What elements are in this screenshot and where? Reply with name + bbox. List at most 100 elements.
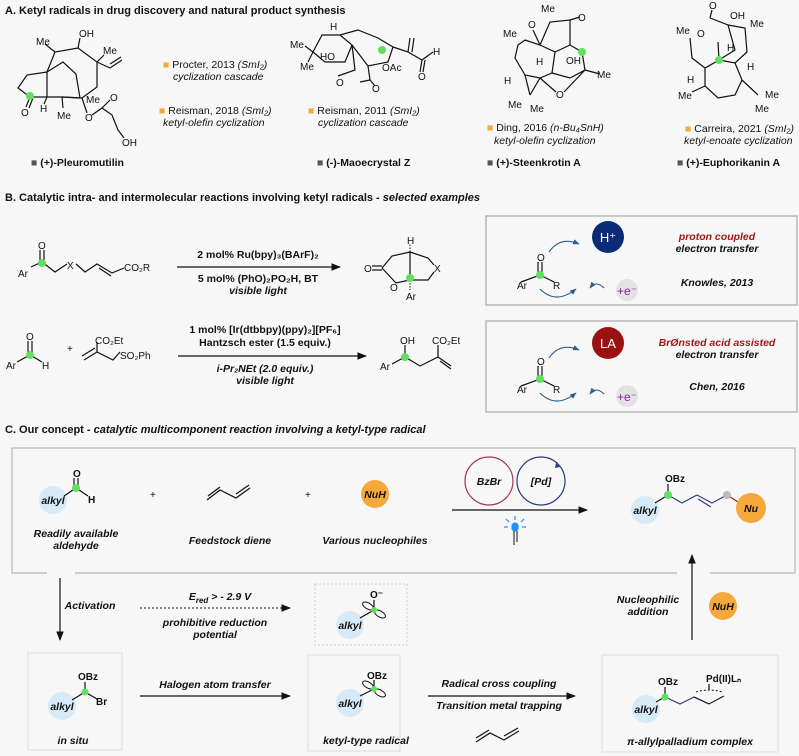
aldehyde-structure: alkyl O H xyxy=(39,469,95,514)
atom-label: O xyxy=(578,13,586,24)
atom-label: O xyxy=(556,90,564,101)
citation-reisman-2011: ■ Reisman, 2011 (SmI₂) xyxy=(308,105,420,117)
atom-label: H xyxy=(330,22,337,33)
bromo-ester-structure: alkyl OBz Br xyxy=(48,672,107,720)
atom-label: Ar xyxy=(517,281,528,292)
reaction2-product: OH CO₂Et Ar xyxy=(380,336,461,373)
atom-label: H xyxy=(88,495,95,506)
ketyl-box xyxy=(307,654,401,752)
nucleophilic-label-2: addition xyxy=(628,606,669,618)
atom-label: X xyxy=(434,264,441,275)
atom-label: O xyxy=(697,29,705,40)
atom-label: O xyxy=(537,357,545,368)
compound-label: ■ (-)-Maoecrystal Z xyxy=(317,157,411,169)
atom-label: OBz xyxy=(78,672,98,683)
nucleophile-badge xyxy=(361,480,389,508)
electron-label: +e⁻ xyxy=(617,284,637,298)
atom-label: O xyxy=(110,93,118,104)
atom-label: Me xyxy=(678,91,692,102)
alkyl-label: alkyl xyxy=(338,620,362,632)
atom-label: OBz xyxy=(658,677,678,688)
atom-label: OH xyxy=(122,138,137,149)
cycle-arrow-icon xyxy=(555,463,560,468)
la-citation: Chen, 2016 xyxy=(689,381,745,393)
atom-label: X xyxy=(67,261,74,272)
atom-label: CO₂Et xyxy=(432,336,461,347)
la-label-2: electron transfer xyxy=(676,349,760,361)
ketyl-anion-box xyxy=(314,583,408,646)
radical-coupling-label: Radical cross coupling xyxy=(442,678,558,690)
reaction2-base: i-Pr₂NEt (2.0 equiv.) xyxy=(217,363,314,375)
atom-label: O xyxy=(390,283,398,294)
atom-label: HO xyxy=(320,52,335,63)
citation-desc: cyclization cascade xyxy=(173,71,264,83)
atom-label: O xyxy=(85,113,93,124)
reaction1-additive: 5 mol% (PhO)₂PO₂H, BT xyxy=(198,273,319,285)
atom-label: OBz xyxy=(665,474,685,485)
diene-structure xyxy=(206,484,251,501)
diene-label: Feedstock diene xyxy=(189,535,271,547)
atom-label: H xyxy=(727,43,734,54)
allylpalladium-label: π-allylpalladium complex xyxy=(627,736,754,748)
atom-label: Me xyxy=(508,100,522,111)
atom-label: CO₂R xyxy=(124,263,150,274)
atom-label: O xyxy=(26,332,34,343)
atom-label: Me xyxy=(676,26,690,37)
atom-label: Me xyxy=(300,62,314,73)
curved-arrow-icon xyxy=(539,392,577,402)
pcet-label-2: electron transfer xyxy=(676,243,760,255)
bzbr-cycle xyxy=(464,456,514,506)
metal-trapping-label: Transition metal trapping xyxy=(436,700,562,712)
atom-label: Me xyxy=(597,70,611,81)
reaction2-allyl-sulfone: CO₂Et SO₂Ph xyxy=(81,336,151,362)
plus-sign: + xyxy=(305,490,311,501)
atom-label: Me xyxy=(750,19,764,30)
reaction1-substrate: O Ar X CO₂R xyxy=(18,241,150,280)
reaction1-catalyst: 2 mol% Ru(bpy)₃(BArF)₂ xyxy=(197,249,319,261)
atom-label: H xyxy=(407,236,414,247)
atom-label: Me xyxy=(503,29,517,40)
atom-label: Me xyxy=(530,104,544,115)
atom-label: Ar xyxy=(18,269,29,280)
allylpalladium-box xyxy=(601,654,779,753)
nuh-label: NuH xyxy=(712,601,734,613)
plus-sign: + xyxy=(150,490,156,501)
lewis-acid-badge xyxy=(592,327,624,359)
atom-label: OH xyxy=(79,29,94,40)
led-light-icon xyxy=(504,516,526,545)
alkyl-label: alkyl xyxy=(338,698,362,710)
ketyl-radical-structure: alkyl OBz xyxy=(336,671,387,717)
electron-badge xyxy=(616,279,638,301)
pd-label: [Pd] xyxy=(530,476,552,488)
section-c-title: C. Our concept - catalytic multicomponen… xyxy=(5,424,426,436)
nucleophiles-label: Various nucleophiles xyxy=(322,535,427,547)
halogen-label: Halogen atom transfer xyxy=(159,679,271,691)
atom-label: O xyxy=(528,20,536,31)
insitu-label: in situ xyxy=(58,735,90,747)
curved-arrow-icon xyxy=(589,387,605,395)
nuh-badge xyxy=(709,592,737,620)
citation-desc: ketyl-olefin cyclization xyxy=(163,117,265,129)
atom-label: OH xyxy=(730,11,745,22)
atom-label: O xyxy=(336,78,344,89)
atom-label: Me xyxy=(765,90,779,101)
nu-label: Nu xyxy=(744,503,759,515)
atom-label: OH xyxy=(566,56,581,67)
atom-label: Me xyxy=(755,104,769,115)
atom-label: Br xyxy=(96,697,107,708)
atom-label: O xyxy=(21,108,29,119)
compound-label: ■ (+)-Euphorikanin A xyxy=(677,157,781,169)
atom-label: O xyxy=(38,241,46,252)
atom-label: H xyxy=(40,104,47,115)
curved-arrow-icon xyxy=(539,288,577,298)
atom-label: Me xyxy=(36,37,50,48)
insitu-box xyxy=(27,652,123,751)
citation-reisman-2018: ■ Reisman, 2018 (SmI₂) xyxy=(159,105,271,117)
atom-label: H xyxy=(747,62,754,73)
pcet-box: O Ar R H⁺ +e⁻ proton coupled electron tr… xyxy=(485,215,798,306)
activation-label: Activation xyxy=(64,600,116,612)
atom-label: O xyxy=(418,72,426,83)
atom-label: Me xyxy=(541,4,555,15)
